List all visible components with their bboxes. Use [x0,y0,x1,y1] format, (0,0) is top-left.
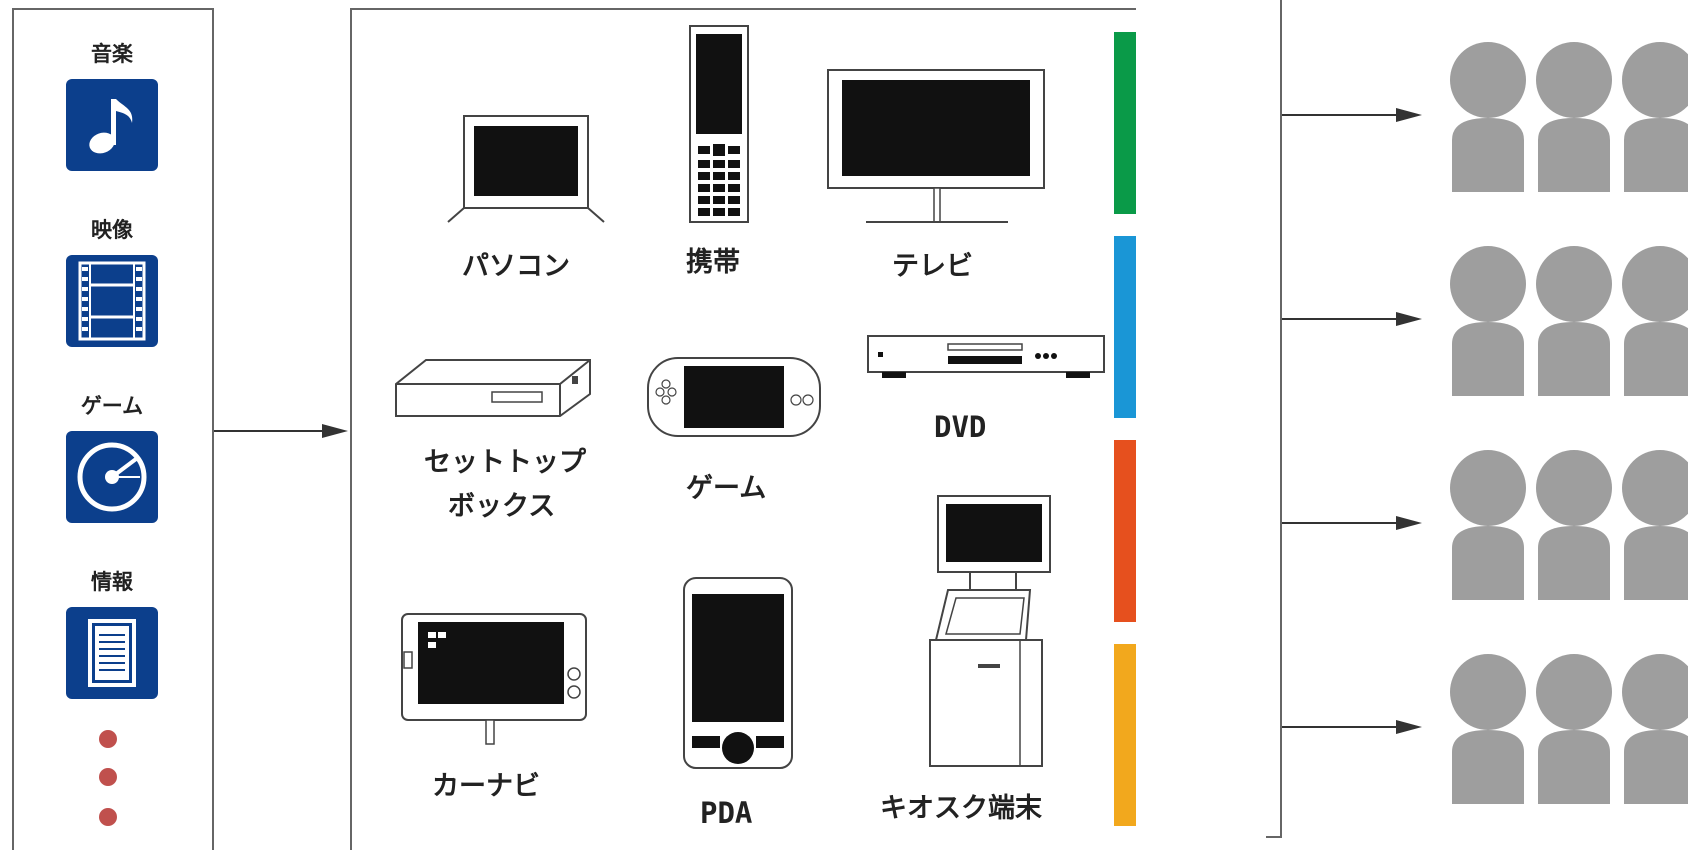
audience-group-1 [1450,42,1688,192]
device-label-mobile: 携帯 [686,247,740,278]
more-dot-1 [99,730,117,748]
arrow-to-audience-2-head [1396,312,1422,326]
arrow-to-audience-4-head [1396,720,1422,734]
arrow-to-audience-2-line [1282,318,1398,320]
tv-icon [827,69,1045,223]
person-icon [1450,654,1526,804]
kiosk-terminal-icon [929,495,1051,767]
person-icon [1450,246,1526,396]
person-icon [1622,42,1688,192]
car-navigation-icon [401,613,587,745]
person-icon [1622,450,1688,600]
device-label-stb-line2: ボックス [448,491,556,522]
device-label-pc: パソコン [462,251,570,282]
bracket-bottom [1266,836,1282,838]
arrow-to-devices-line [214,430,324,432]
color-bar-blue [1114,236,1136,418]
music-note-icon [66,79,158,171]
left-panel-left-border [12,8,14,850]
person-icon [1536,654,1612,804]
devices-panel-top-border [350,8,1136,10]
audience-group-2 [1450,246,1688,396]
document-icon [66,607,158,699]
category-label-video: 映像 [91,218,133,242]
handheld-game-icon [647,357,821,437]
device-label-carnavi: カーナビ [432,771,540,802]
color-bar-yellow [1114,644,1136,826]
audience-group-4 [1450,654,1688,804]
person-icon [1536,246,1612,396]
film-strip-icon [66,255,158,347]
color-bar-orange [1114,440,1136,622]
arrow-to-audience-1-line [1282,114,1398,116]
category-label-music: 音楽 [91,42,133,66]
device-label-kiosk: キオスク端末 [880,793,1042,824]
category-label-game: ゲーム [80,394,144,418]
person-icon [1536,42,1612,192]
mobile-phone-icon [689,25,749,223]
bracket-vertical [1280,0,1282,838]
device-label-dvd: DVD [934,410,987,444]
left-panel-right-border [212,8,214,850]
more-dot-3 [99,808,117,826]
device-label-stb-line1: セットトップ [424,447,586,478]
arrow-to-audience-3-line [1282,522,1398,524]
color-bar-green [1114,32,1136,214]
person-icon [1450,450,1526,600]
laptop-icon [447,115,605,223]
dvd-player-icon [867,335,1105,378]
person-icon [1536,450,1612,600]
more-dot-2 [99,768,117,786]
device-label-game: ゲーム [686,473,767,504]
audience-group-3 [1450,450,1688,600]
pda-icon [683,577,793,769]
device-label-tv: テレビ [892,251,973,282]
category-label-info: 情報 [91,570,133,594]
arrow-to-audience-1-head [1396,108,1422,122]
arrow-to-devices-head [322,424,348,438]
left-panel-top-border [12,8,214,10]
devices-panel-left-border [350,8,352,850]
arrow-to-audience-3-head [1396,516,1422,530]
person-icon [1622,246,1688,396]
arrow-to-audience-4-line [1282,726,1398,728]
person-icon [1622,654,1688,804]
disc-icon [66,431,158,523]
set-top-box-icon [395,359,591,417]
device-label-pda: PDA [700,796,753,830]
person-icon [1450,42,1526,192]
